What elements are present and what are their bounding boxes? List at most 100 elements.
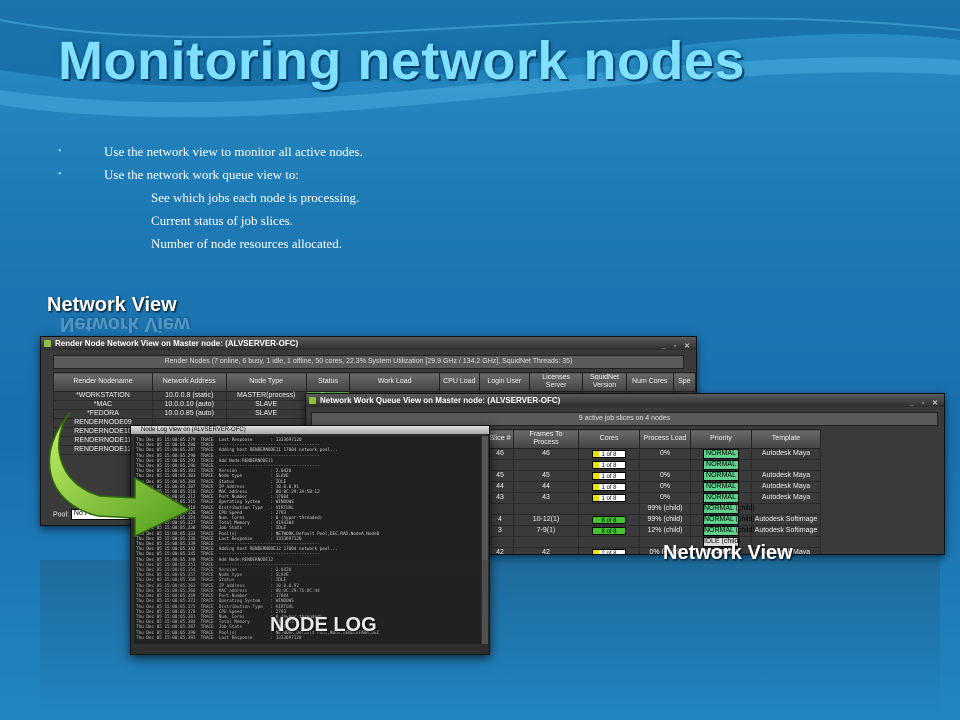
queue-cell-slice: 46 — [486, 448, 514, 460]
queue-cell-load: 0% — [639, 492, 691, 504]
queue-cell-slice: 42 — [486, 547, 514, 554]
bullet-text: Number of node resources allocated. — [151, 236, 342, 251]
queue-column-header[interactable]: Process Load — [639, 429, 691, 449]
queue-cell-load: 0% — [639, 470, 691, 482]
queue-column-header[interactable]: Priority — [690, 429, 752, 449]
network-cell-addr: 10.0.0.8 (static) — [151, 391, 227, 401]
queue-cell-ftp: 42 — [513, 547, 579, 554]
network-column-header[interactable]: Licenses Server — [528, 372, 584, 392]
log-line: Thu Dec 05 15:00:05.336 TRACE Last Respo… — [136, 536, 302, 542]
log-line: Thu Dec 05 15:00:05.366 TRACE MAC addres… — [136, 588, 320, 594]
log-line: Thu Dec 05 15:00:05.286 TRACE ----------… — [136, 443, 320, 449]
network-window-titlebar[interactable]: Render Node Network View on Master node:… — [41, 337, 696, 350]
network-cell-type: SLAVE — [225, 409, 307, 419]
bar-label: 8 of 8 — [601, 517, 617, 524]
priority-badge: NORMAL (child) — [703, 515, 755, 525]
log-line: Thu Dec 05 15:00:05.390 TRACE Pool(s) : … — [136, 630, 380, 636]
node-log-window[interactable]: Node Log View on (ALVSERVER-OFC) Thu Dec… — [130, 425, 490, 655]
log-line: Thu Dec 05 15:00:05.348 TRACE Add Node:R… — [136, 557, 274, 563]
log-line: Thu Dec 05 15:00:05.363 TRACE IP address… — [136, 583, 299, 589]
cores-bar: 1 of 8 — [592, 493, 626, 502]
queue-cell-slice: 43 — [486, 492, 514, 504]
queue-cell-prio: NORMAL — [690, 492, 752, 504]
priority-badge: NORMAL — [703, 493, 739, 503]
bar-label: 1 of 8 — [601, 462, 617, 469]
network-column-header[interactable]: Num Cores — [625, 372, 674, 392]
window-controls-icon[interactable]: _ ▫ ✕ — [661, 343, 693, 350]
queue-cell-cores: 1 of 8 — [578, 492, 640, 504]
node-log-label: NODE LOG — [270, 614, 377, 636]
network-cell-type: SLAVE — [225, 400, 307, 410]
queue-column-header[interactable]: Frames To Process — [513, 429, 579, 449]
queue-cell-load: 0% — [639, 481, 691, 493]
cores-bar: 2 of 8 — [592, 548, 626, 555]
network-column-header[interactable]: Network Address — [151, 372, 227, 392]
queue-column-header[interactable]: Template — [751, 429, 821, 449]
cores-bar: 1 of 8 — [592, 482, 626, 491]
bullet-dot-icon: • — [58, 169, 62, 180]
queue-cell-ftp: 44 — [513, 481, 579, 493]
priority-badge: NORMAL — [703, 482, 739, 492]
app-icon — [309, 397, 316, 404]
bar-label: 2 of 8 — [601, 550, 617, 555]
bullet-item: •Use the network view to monitor all act… — [58, 140, 363, 163]
queue-column-header[interactable]: Cores — [578, 429, 640, 449]
window-controls-icon[interactable]: _ ▫ ✕ — [909, 400, 941, 407]
queue-cell-cores: 8 of 8 — [578, 525, 640, 537]
queue-cell-cores: 2 of 8 — [578, 547, 640, 555]
queue-window-titlebar[interactable]: Network Work Queue View on Master node: … — [306, 394, 944, 407]
network-summary-bar: Render Nodes (7 online, 6 busy, 1 idle, … — [53, 355, 684, 369]
network-column-header[interactable]: Status — [305, 372, 351, 392]
bullet-text: Use the network view to monitor all acti… — [104, 144, 363, 159]
log-line: Thu Dec 05 15:00:05.357 TRACE Node type … — [136, 573, 289, 579]
network-column-header[interactable]: Work Load — [349, 372, 440, 392]
network-column-header[interactable]: Render Nodename — [53, 372, 153, 392]
queue-cell-load: 12% (child) — [639, 525, 691, 537]
network-column-header[interactable]: SquidNet Version — [582, 372, 627, 392]
bar-label: 1 of 8 — [601, 473, 617, 480]
queue-cell-tmpl: Autodesk Maya — [751, 547, 821, 554]
queue-cell-load: 99% (child) — [639, 503, 691, 515]
queue-cell-prio: NORMAL — [690, 459, 752, 471]
queue-cell-slice — [486, 459, 514, 471]
queue-cell-prio: NORMAL (child) — [690, 514, 755, 526]
queue-cell-tmpl: Autodesk Maya — [751, 470, 821, 482]
queue-cell-prio: NORMAL (child) — [690, 525, 755, 537]
queue-cell-ftp — [513, 459, 579, 471]
network-column-header[interactable]: Spe — [672, 372, 696, 392]
queue-cell-cores — [578, 536, 640, 548]
log-line: Thu Dec 05 15:00:05.292 TRACE Add Node:R… — [136, 458, 274, 464]
priority-badge: NORMAL (child) — [703, 526, 755, 536]
network-column-header[interactable]: Node Type — [225, 372, 307, 392]
queue-cell-ftp: 45 — [513, 470, 579, 482]
queue-cell-prio: NORMAL (child) — [690, 503, 755, 515]
queue-cell-load: 0% — [639, 448, 691, 460]
bullet-item: •Use the network work queue view to: — [58, 163, 363, 186]
bullet-list: • Use the network view to monitor all act… — [58, 140, 363, 255]
log-line: Thu Dec 05 15:00:05.369 TRACE Port Numbe… — [136, 594, 289, 600]
node-log-scrollbar[interactable] — [482, 436, 488, 644]
bar-label: 1 of 8 — [601, 495, 617, 502]
queue-cell-load — [639, 459, 691, 471]
log-line: Thu Dec 05 15:00:05.290 TRACE ----------… — [136, 453, 320, 459]
log-line: Thu Dec 05 15:00:05.345 TRACE ----------… — [136, 552, 320, 558]
node-log-titlebar[interactable]: Node Log View on (ALVSERVER-OFC) — [131, 426, 489, 434]
queue-cell-ftp: 46 — [513, 448, 579, 460]
cores-bar: 1 of 8 — [592, 460, 626, 469]
queue-cell-tmpl — [751, 459, 821, 471]
queue-column-header[interactable]: Slice # — [486, 429, 514, 449]
log-line: Thu Dec 05 15:00:05.303 TRACE Node type … — [136, 474, 289, 480]
queue-cell-slice: 4 — [486, 514, 514, 526]
queue-cell-tmpl — [751, 503, 821, 515]
queue-cell-tmpl: Autodesk Maya — [751, 448, 821, 460]
queue-cell-prio: NORMAL — [690, 448, 752, 460]
bullet-item: Number of node resources allocated. — [58, 232, 363, 255]
queue-cell-ftp — [513, 536, 579, 548]
log-line: Thu Dec 05 15:00:05.375 TRACE Distributi… — [136, 604, 294, 610]
log-line: Thu Dec 05 15:00:05.354 TRACE Version : … — [136, 568, 292, 574]
log-line: Thu Dec 05 15:00:05.279 TRACE Last Respo… — [136, 438, 302, 443]
network-column-header[interactable]: Login User — [478, 372, 530, 392]
network-column-header[interactable]: CPU Load — [438, 372, 480, 392]
queue-summary-bar: 9 active job slices on 4 nodes — [311, 412, 938, 426]
queue-cell-slice: 45 — [486, 470, 514, 482]
